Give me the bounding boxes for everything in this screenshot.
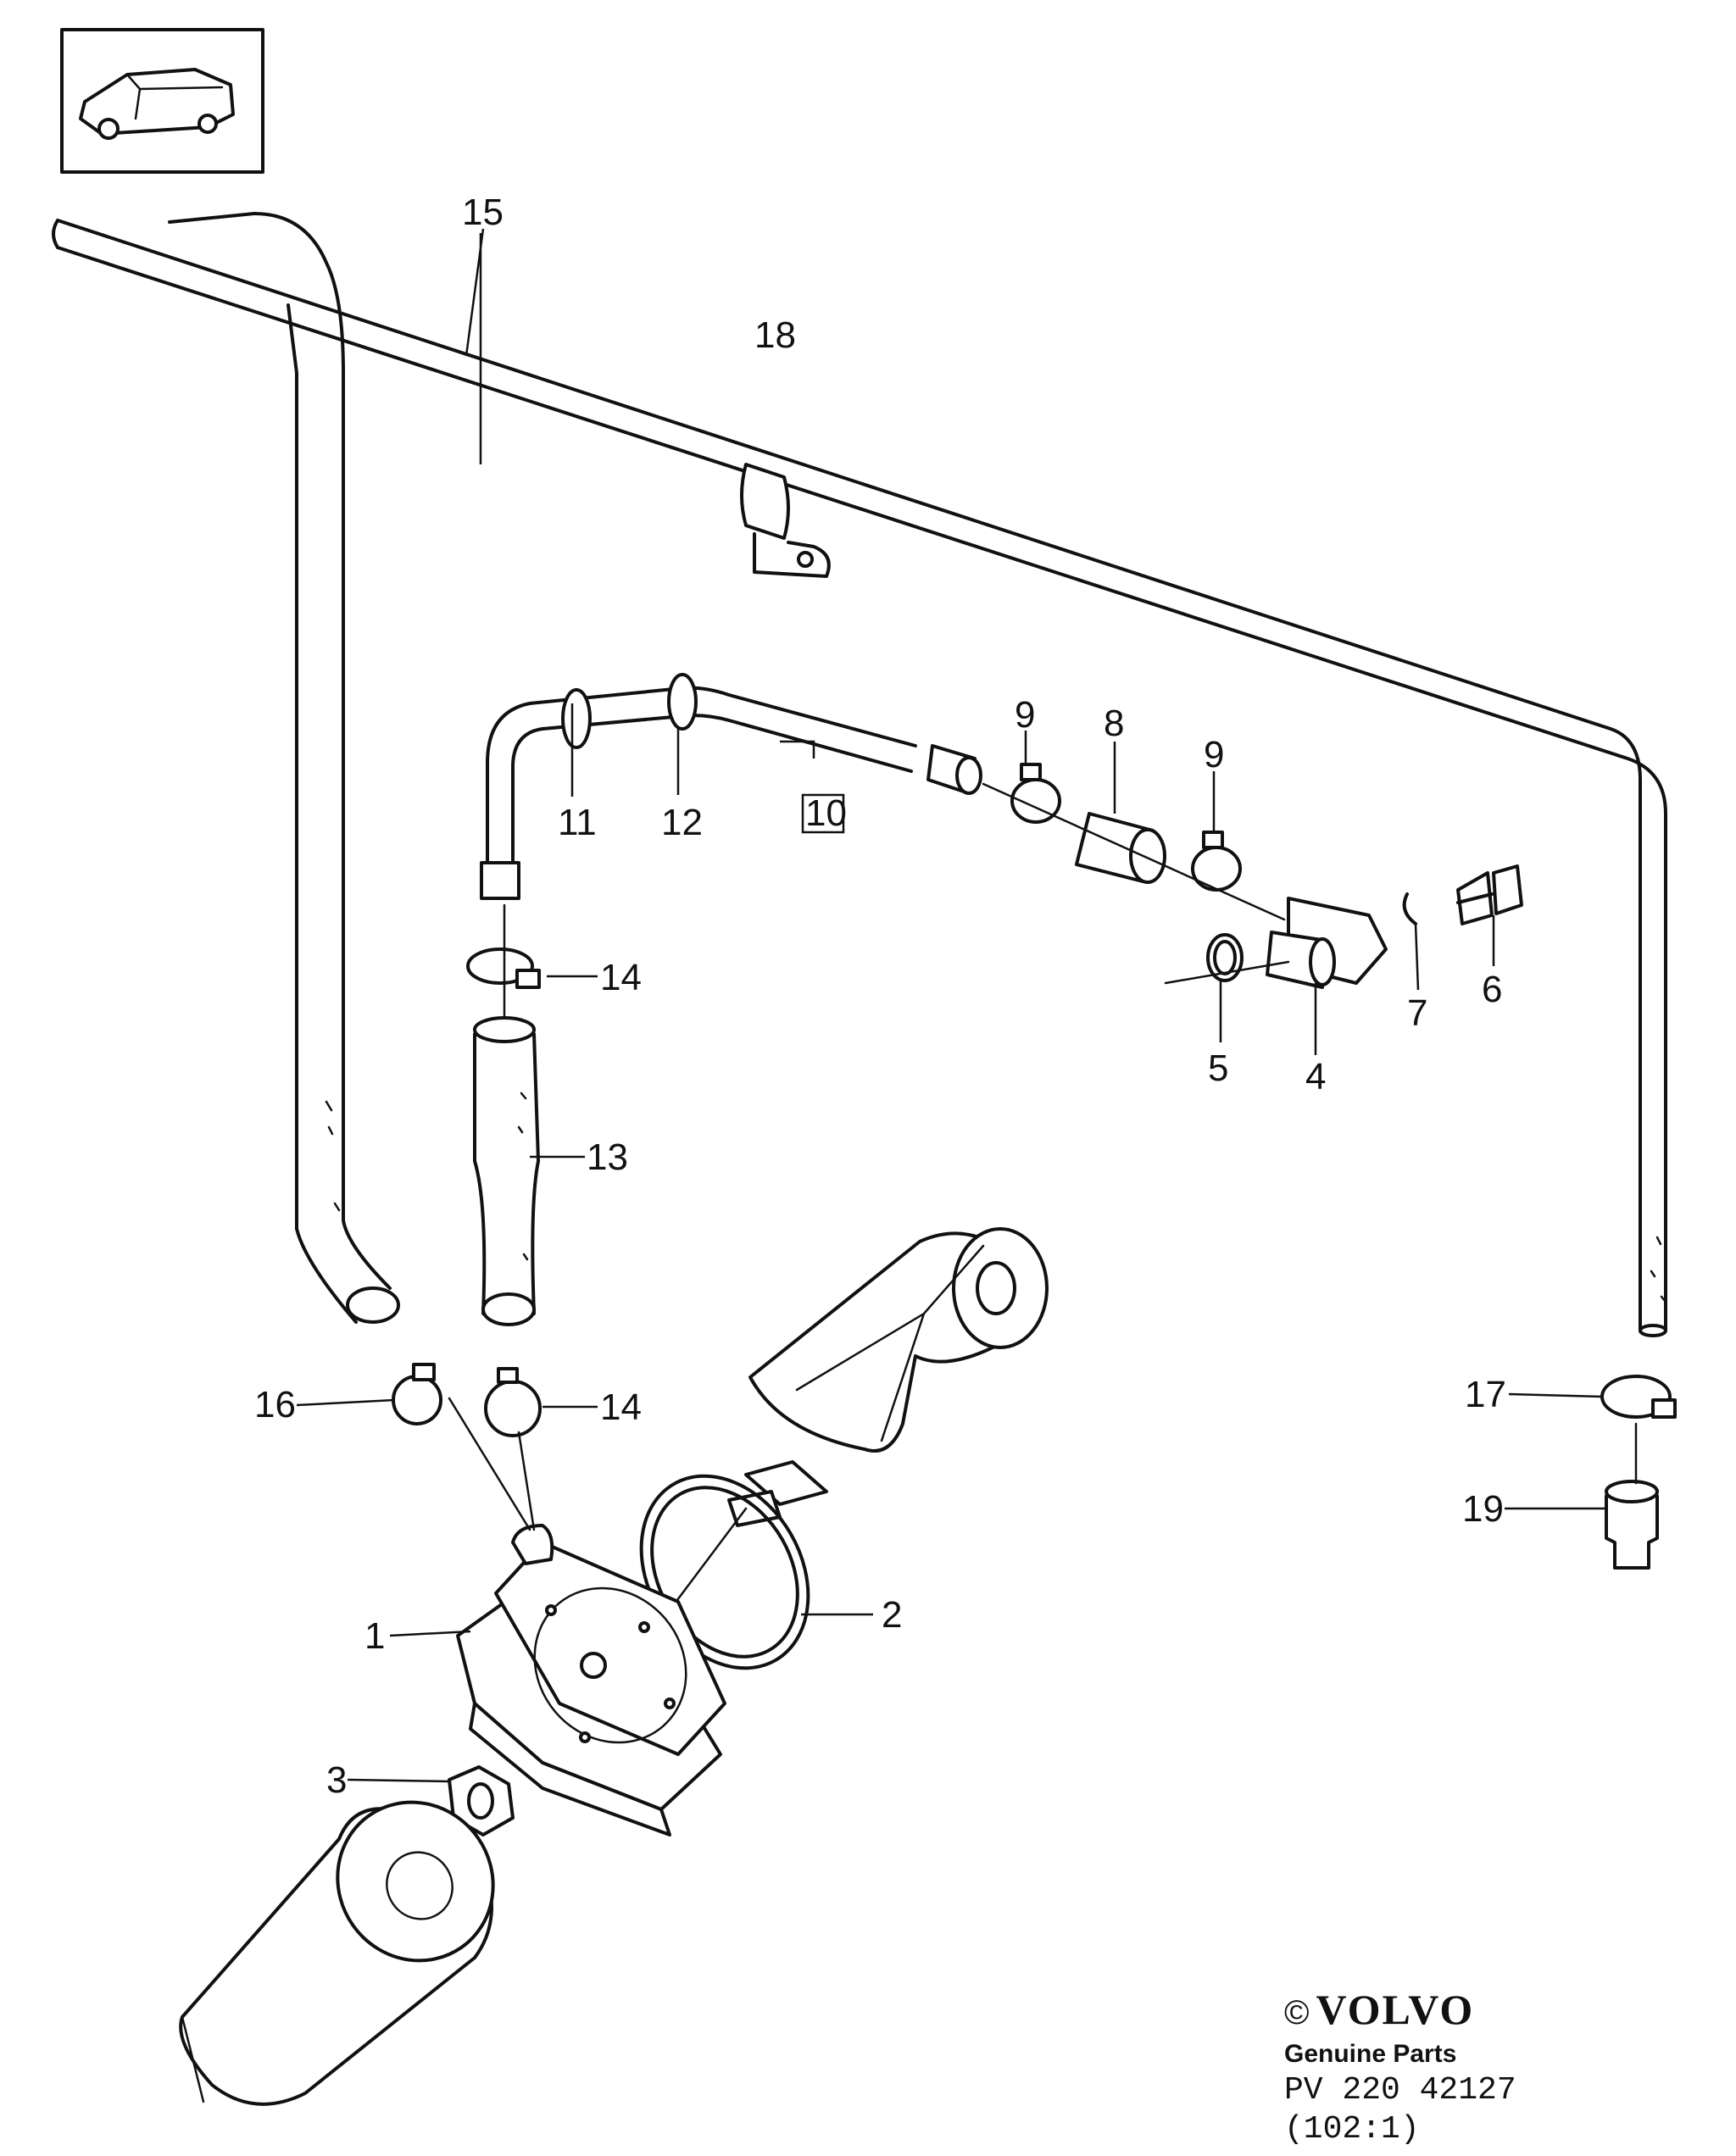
hose-clamp-9 bbox=[1010, 763, 1061, 824]
hose-assembly bbox=[480, 673, 982, 900]
genuine-parts-label: Genuine Parts bbox=[1284, 2040, 1457, 2068]
callout-15: 15 bbox=[462, 192, 504, 233]
short-hose-13 bbox=[473, 1016, 540, 1326]
hose-clamp-9b bbox=[1191, 831, 1242, 892]
oil-filter bbox=[179, 1800, 495, 2106]
diagram-code: PV 220 42127 bbox=[1284, 2072, 1516, 2109]
breather-hose bbox=[52, 212, 1667, 1337]
callout-8: 8 bbox=[1104, 703, 1124, 744]
callout-9: 9 bbox=[1015, 694, 1035, 736]
callout-18: 18 bbox=[754, 314, 796, 356]
callout-5: 5 bbox=[1208, 1047, 1228, 1089]
callout-10: 10 bbox=[805, 792, 847, 834]
oil-cooler bbox=[448, 1397, 726, 1836]
nipple-4 bbox=[1266, 897, 1388, 989]
hose-clamp-14-upper bbox=[466, 947, 541, 989]
copyright-mark: © bbox=[1284, 1994, 1311, 2031]
volvo-logo: ©VOLVO bbox=[1284, 1985, 1555, 2037]
callout-14-upper: 14 bbox=[600, 957, 642, 998]
hose-clamp-14-lower bbox=[484, 1367, 542, 1437]
hose-clamp-17 bbox=[1600, 1375, 1677, 1419]
callout-2: 2 bbox=[882, 1594, 902, 1636]
nipple-19 bbox=[1605, 1480, 1659, 1570]
callout-12: 12 bbox=[661, 802, 703, 843]
nut-3 bbox=[448, 1765, 515, 1836]
hose-clamp-16 bbox=[392, 1363, 442, 1425]
callout-14-lower: 14 bbox=[600, 1386, 642, 1428]
callout-11: 11 bbox=[558, 802, 597, 843]
callout-16: 16 bbox=[254, 1384, 296, 1425]
callout-10-box bbox=[801, 793, 845, 834]
washer-7 bbox=[1402, 892, 1417, 925]
leader-lines bbox=[296, 228, 1606, 1783]
screw-6 bbox=[1456, 864, 1523, 925]
brand-block: ©VOLVO Genuine Parts PV 220 42127 (102:1… bbox=[1284, 1985, 1555, 2149]
logo-text: VOLVO bbox=[1316, 1986, 1475, 2033]
callout-17: 17 bbox=[1465, 1374, 1506, 1415]
car-thumbnail-icon bbox=[60, 28, 264, 174]
callout-13: 13 bbox=[587, 1136, 628, 1178]
callout-19: 19 bbox=[1462, 1488, 1504, 1530]
callout-9b: 9 bbox=[1204, 734, 1224, 775]
callout-6: 6 bbox=[1482, 969, 1502, 1010]
hose-bracket bbox=[740, 463, 831, 578]
hose-sleeve-8 bbox=[1075, 812, 1166, 884]
callout-3: 3 bbox=[326, 1759, 347, 1801]
callouts: 15 18 9 8 9 11 12 10 14 13 4 5 7 6 16 14… bbox=[254, 192, 1506, 1801]
oil-trap bbox=[727, 1227, 1049, 1527]
callout-7: 7 bbox=[1407, 992, 1427, 1034]
diagram-scale: (102:1) bbox=[1284, 2111, 1420, 2148]
callout-4: 4 bbox=[1305, 1056, 1326, 1097]
callout-1: 1 bbox=[364, 1615, 385, 1657]
